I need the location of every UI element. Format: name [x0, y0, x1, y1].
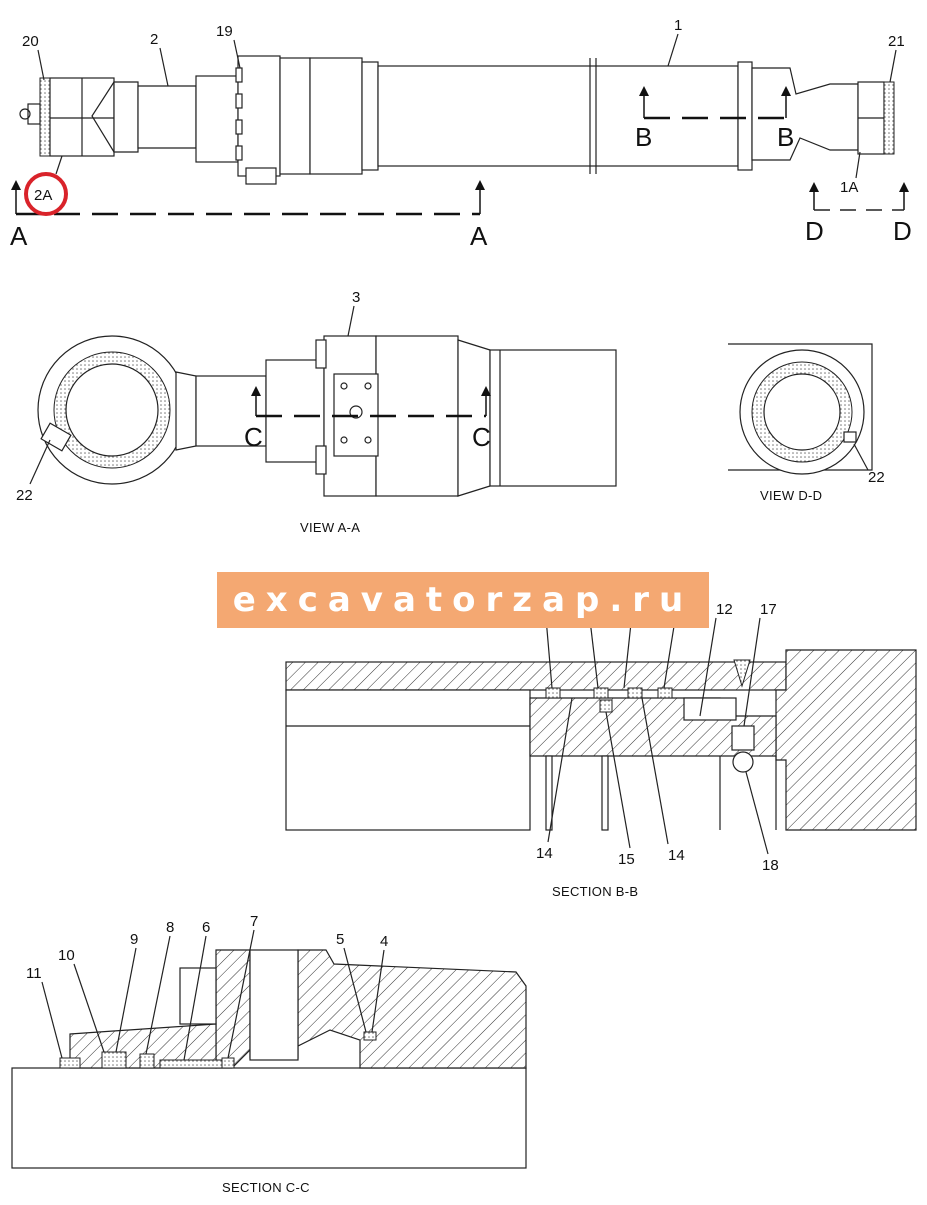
callout-8: 8 — [166, 919, 174, 936]
callout-1a: 1A — [840, 179, 858, 196]
callout-18: 18 — [762, 857, 779, 874]
section-cut-a: A A — [10, 180, 488, 251]
section-c-c: 11 10 9 8 6 7 5 4 SECTION C-C — [11, 913, 527, 1195]
callout-7: 7 — [250, 913, 258, 930]
section-cut-b: B B — [635, 86, 794, 152]
callout-20: 20 — [22, 33, 39, 50]
caption-section-b: SECTION B-B — [552, 884, 638, 899]
section-letter-c-left: C — [244, 422, 263, 452]
section-letter-a-right: A — [470, 221, 488, 251]
view-d-d: 22 VIEW D-D — [728, 343, 885, 503]
highlight-circle — [24, 172, 68, 216]
callout-17: 17 — [760, 601, 777, 618]
watermark-text: excavatorzap.ru — [232, 580, 694, 620]
caption-view-d: VIEW D-D — [760, 488, 822, 503]
callout-12: 12 — [716, 601, 733, 618]
callout-5: 5 — [336, 931, 344, 948]
callout-9: 9 — [130, 931, 138, 948]
callout-4: 4 — [380, 933, 388, 950]
section-b-b: 13 16 16 13 12 17 14 15 14 18 SECTION B-… — [285, 597, 917, 899]
section-letter-c-right: C — [472, 422, 491, 452]
watermark-banner: excavatorzap.ru — [217, 572, 709, 628]
callout-1: 1 — [674, 17, 682, 34]
callout-6: 6 — [202, 919, 210, 936]
section-cut-d: D D — [805, 182, 912, 246]
callout-19: 19 — [216, 23, 233, 40]
callout-11: 11 — [26, 965, 42, 982]
callout-2a: 2A — [34, 187, 52, 204]
section-letter-b-right: B — [777, 122, 794, 152]
section-letter-d-left: D — [805, 216, 824, 246]
callout-21: 21 — [888, 33, 905, 50]
callout-10: 10 — [58, 947, 75, 964]
top-callouts: 20 2 19 1 21 1A 2A — [22, 17, 905, 216]
section-letter-d-right: D — [893, 216, 912, 246]
callout-22-view-d: 22 — [868, 469, 885, 486]
callout-22-view-a: 22 — [16, 487, 33, 504]
caption-view-a: VIEW A-A — [300, 520, 360, 535]
callout-3: 3 — [352, 289, 360, 306]
cylinder-overview — [19, 55, 895, 185]
callout-2: 2 — [150, 31, 158, 48]
section-letter-a-left: A — [10, 221, 28, 251]
callout-14-right: 14 — [668, 847, 685, 864]
section-letter-b-left: B — [635, 122, 652, 152]
caption-section-c: SECTION C-C — [222, 1180, 310, 1195]
callout-15: 15 — [618, 851, 635, 868]
callout-14-left: 14 — [536, 845, 553, 862]
view-a-a: C C 3 22 VIEW A-A — [16, 289, 617, 535]
